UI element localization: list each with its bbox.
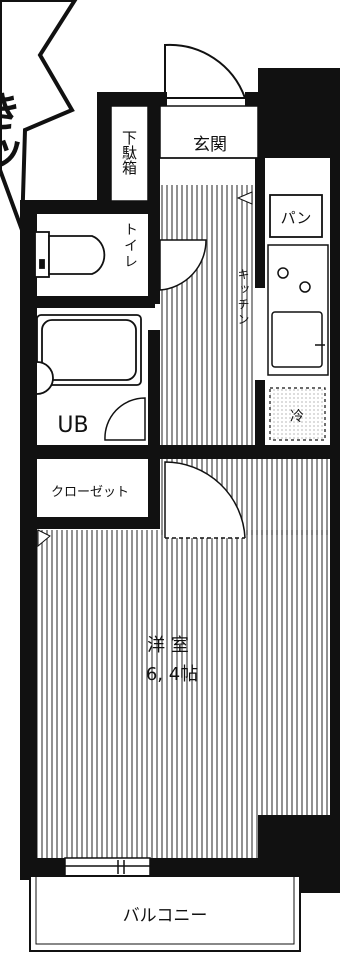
- sink-icon: [36, 361, 54, 395]
- shoe-box-label: 下駄箱: [120, 130, 138, 175]
- western-room-floor: [37, 530, 259, 860]
- toilet-door: [159, 239, 207, 291]
- western-room-floor-right: [259, 530, 330, 820]
- western-room-label: 洋 室: [147, 635, 189, 656]
- closet: [37, 459, 148, 517]
- balcony: [29, 875, 301, 952]
- toilet-fixture: [34, 231, 106, 278]
- balcony-label: バルコニー: [123, 906, 208, 926]
- balcony-window: [64, 857, 151, 877]
- bathtub: [36, 314, 142, 386]
- pan-label: パン: [281, 209, 312, 227]
- fridge-label: 冷: [290, 409, 304, 425]
- entrance-area: [159, 105, 259, 159]
- entrance-door: [164, 43, 246, 99]
- western-room-size: 6, 4帖: [146, 664, 198, 685]
- western-room-door: [164, 461, 246, 539]
- unit-bath-door: [104, 397, 146, 441]
- kitchen-label: キッチン: [236, 268, 250, 328]
- speech-bubble: きッ: [0, 0, 78, 231]
- closet-label: クローゼット: [51, 485, 129, 500]
- fridge-space: [269, 387, 326, 441]
- stove: [267, 244, 329, 376]
- shoe-box: [110, 105, 149, 202]
- speech-bubble-text: きッ: [0, 90, 23, 174]
- toilet-label: トイレ: [122, 222, 138, 270]
- entrance-floor: [160, 185, 255, 445]
- pan-box: [269, 194, 323, 238]
- unit-bath-label: UB: [57, 413, 88, 438]
- entrance-label: 玄関: [193, 135, 227, 155]
